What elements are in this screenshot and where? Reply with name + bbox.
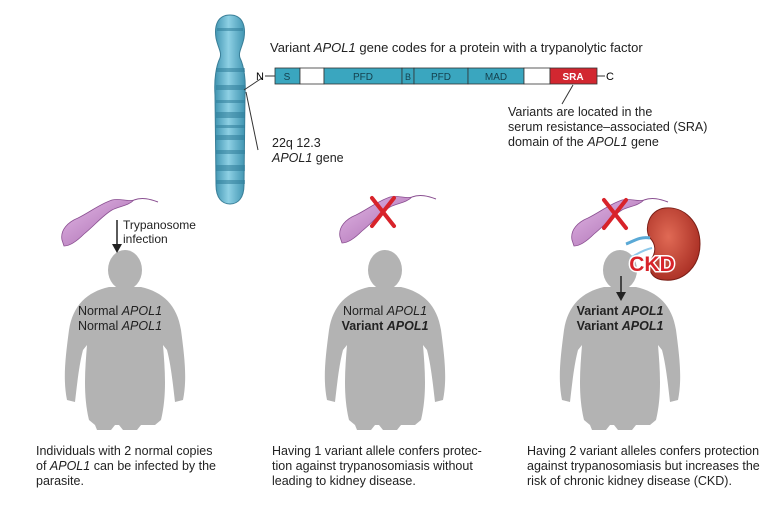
n-terminus-label: N xyxy=(256,71,264,83)
person-silhouette-1 xyxy=(64,250,186,430)
ckd-arrow xyxy=(616,276,626,301)
person-silhouette-2 xyxy=(324,250,446,430)
genotype-panel-2: Normal APOL1 Variant APOL1 xyxy=(341,304,429,333)
infection-arrow-label: Trypanosome infection xyxy=(123,218,196,246)
domain-pfd-2-label: PFD xyxy=(431,72,451,83)
ckd-label: CKD xyxy=(629,253,675,276)
kidney-illustration xyxy=(625,207,701,281)
domain-spacer-1 xyxy=(299,67,325,85)
domain-mad-label: MAD xyxy=(485,72,507,83)
genotype-panel-1: Normal APOL1 Normal APOL1 xyxy=(77,304,163,333)
chromosome-label: 22q 12.3 APOL1 gene xyxy=(272,136,344,165)
sra-note: Variants are located in the serum resist… xyxy=(508,105,708,149)
domain-s-label: S xyxy=(284,72,291,83)
chromosome-locus: 22q 12.3 xyxy=(272,136,321,150)
chromosome xyxy=(214,14,263,205)
gene-bar-title: Variant APOL1 gene codes for a protein w… xyxy=(270,40,643,55)
caption-panel-2: Having 1 variant allele confers protec- … xyxy=(272,444,482,488)
domain-pfd-1-label: PFD xyxy=(353,72,373,83)
domain-b-label: B xyxy=(405,72,411,82)
protection-cross-3 xyxy=(602,198,628,230)
caption-panel-3: Having 2 variant alleles confers protect… xyxy=(527,444,760,488)
domain-sra-label: SRA xyxy=(562,72,583,83)
infection-arrow xyxy=(112,220,122,253)
caption-panel-1: Individuals with 2 normal copies of APOL… xyxy=(36,444,216,488)
protection-cross-2 xyxy=(370,196,396,228)
domain-spacer-2 xyxy=(523,67,551,85)
c-terminus-label: C xyxy=(606,71,614,83)
chromosome-gene: APOL1 xyxy=(272,151,313,165)
genotype-panel-3: Variant APOL1 Variant APOL1 xyxy=(576,304,664,333)
apol1-protein-domain-bar: N C S PFD B PFD MAD SRA xyxy=(256,67,614,105)
